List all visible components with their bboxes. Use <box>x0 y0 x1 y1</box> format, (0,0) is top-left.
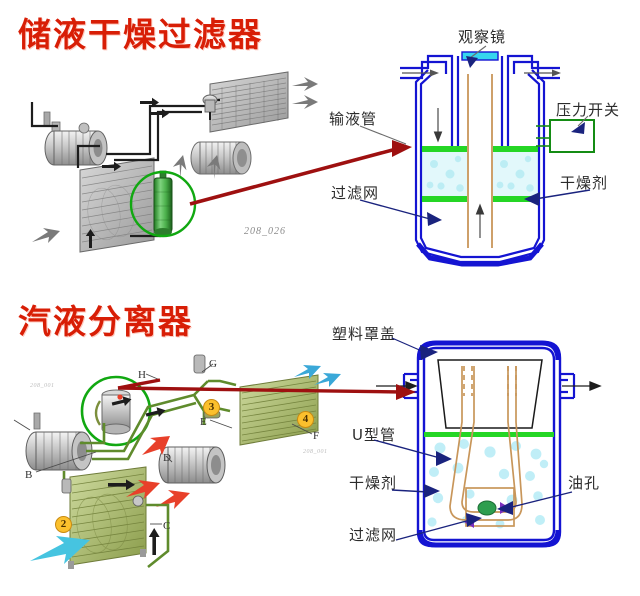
flow-arrows-upper <box>85 97 169 248</box>
callout-filter-screen-upper: 过滤网 <box>331 184 380 202</box>
part-letter-g: G <box>209 358 217 370</box>
evaporator-lower <box>68 466 147 569</box>
photo-ref-code-lower-left: 208_001 <box>30 383 55 389</box>
vessel-sump <box>416 242 544 267</box>
filter-screen-lower <box>424 432 554 437</box>
section-title-receiver-dryer: 储液干燥过滤器 <box>18 15 263 54</box>
part-letter-h: H <box>138 369 146 381</box>
evaporator-upper <box>79 157 155 253</box>
part-letter-e: E <box>200 416 207 428</box>
number-badge-4: 4 <box>297 411 314 428</box>
part-letter-f: F <box>313 430 320 442</box>
airflow-arrow-evap-upper <box>32 228 60 243</box>
filter-screen-bottom-right <box>493 196 538 202</box>
airflow-cool-arrows <box>294 365 341 387</box>
internal-flow-arrows <box>433 108 485 238</box>
condenser-upper <box>209 71 289 133</box>
part-letter-d: D <box>163 452 171 464</box>
callout-filter-screen-lower: 过滤网 <box>349 526 398 544</box>
filter-screen-bottom-left <box>422 196 467 202</box>
blower-fan-lower <box>158 446 226 484</box>
arrow-pressure-switch <box>571 122 585 134</box>
desiccant-granules <box>426 155 534 192</box>
accumulator-cross-section <box>376 340 602 548</box>
receiver-dryer-component <box>153 170 173 236</box>
accumulator-component <box>94 389 131 435</box>
callout-pressure-switch: 压力开关 <box>556 101 621 119</box>
callout-u-tube: U型管 <box>352 426 396 444</box>
condenser-lower <box>239 374 319 446</box>
number-badge-2: 2 <box>55 516 72 533</box>
compressor-lower <box>25 412 93 471</box>
sight-glass <box>461 51 499 61</box>
compressor-upper <box>43 111 108 166</box>
photo-ref-code-lower-right: 208_001 <box>303 449 328 455</box>
airflow-cool-arrow-evap <box>30 536 90 564</box>
callout-plastic-cover: 塑料罩盖 <box>332 325 397 343</box>
receiver-dryer-cross-section <box>400 51 595 267</box>
ac-system-illustration-lower <box>25 354 341 569</box>
part-letter-b: B <box>25 469 33 481</box>
flow-arrows-lower <box>108 396 166 555</box>
photo-ref-code-upper: 208_026 <box>244 226 286 237</box>
airflow-arrows-upper <box>292 77 318 109</box>
blower-fan-upper <box>190 141 252 175</box>
expansion-valve-upper <box>202 94 218 120</box>
filter-screen-top-left <box>422 146 467 152</box>
callout-sight-glass: 观察镜 <box>458 28 507 46</box>
oil-hole-marker <box>477 500 497 516</box>
callout-oil-hole: 油孔 <box>568 474 601 492</box>
callout-liquid-line: 输液管 <box>329 110 378 128</box>
highlight-circle-accumulator <box>80 375 152 447</box>
filter-screen-top-right <box>493 146 538 152</box>
section-title-accumulator: 汽液分离器 <box>18 302 193 341</box>
part-letter-c: C <box>163 520 171 532</box>
number-badge-3: 3 <box>203 399 220 416</box>
callout-desiccant-upper: 干燥剂 <box>560 174 609 192</box>
pressure-switch-symbol <box>536 119 595 153</box>
center-tube <box>467 74 493 248</box>
accumulator-top-dome <box>417 340 561 361</box>
plastic-cover <box>437 359 543 429</box>
callout-desiccant-lower: 干燥剂 <box>349 474 398 492</box>
vessel-head-pipework <box>400 54 560 148</box>
